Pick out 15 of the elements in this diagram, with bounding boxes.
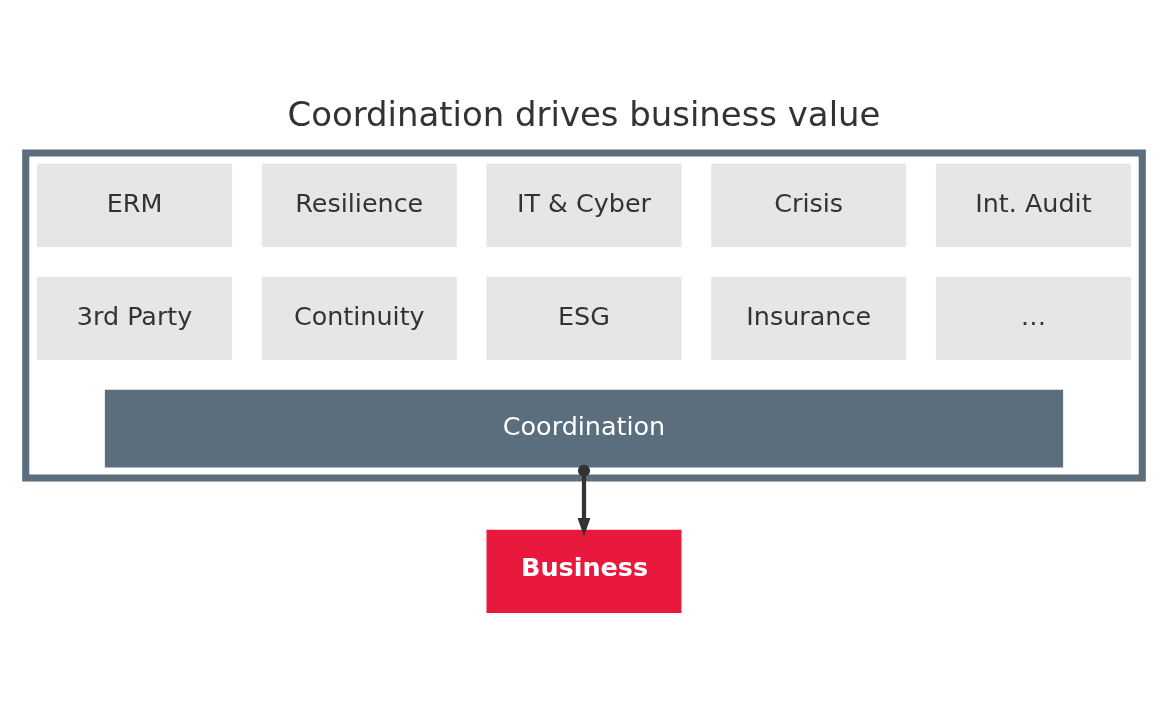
node-box: IT & Cyber [486,163,682,247]
diagram-title: Coordination drives business value [287,94,881,134]
cluster [22,148,1146,482]
node-box: Continuity [261,276,457,360]
node-box: Resilience [261,163,457,247]
node-box: Business [486,529,682,613]
arrow [577,464,591,536]
node-box: ERM [37,163,233,247]
node-box: Insurance [711,276,907,360]
node-box: 3rd Party [37,276,233,360]
node-box: ESG [486,276,682,360]
node-box: … [935,276,1131,360]
node-box: Crisis [711,163,907,247]
node-box: Int. Audit [935,163,1131,247]
node-box: Coordination [104,389,1064,467]
